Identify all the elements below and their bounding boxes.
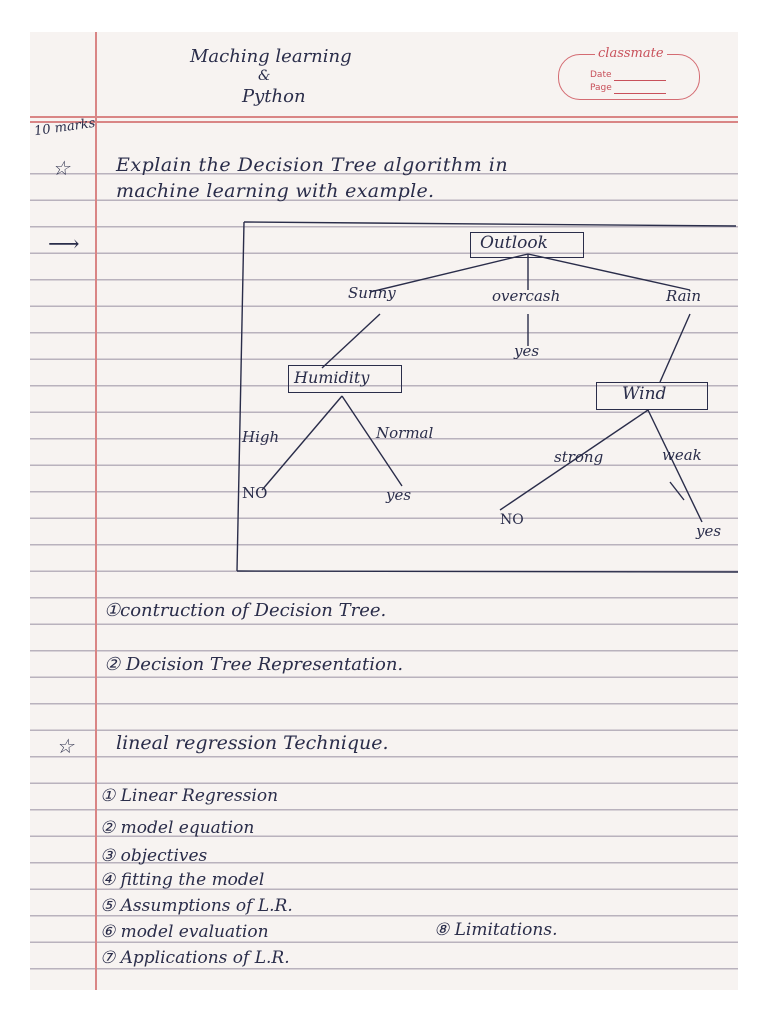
question1-line1: Explain the Decision Tree algorithm in (116, 154, 509, 176)
notebook-page: Maching learning & Python classmate Date… (30, 32, 738, 990)
edge-rain-wind (659, 313, 691, 383)
list-item: ② model equation (100, 818, 255, 838)
outlook-node-box (470, 232, 584, 258)
title-ampersand: & (258, 68, 271, 84)
normal-leaf-yes: yes (386, 486, 412, 504)
date-rule (614, 80, 666, 81)
edge-sunny-humidity (321, 313, 381, 369)
question2-title: lineal regression Technique. (116, 732, 389, 754)
margin-line (95, 32, 97, 990)
list-item: ③ objectives (100, 846, 208, 866)
humidity-node: Humidity (294, 368, 370, 387)
brand-logo-text: classmate (595, 46, 667, 61)
page-rule (614, 93, 666, 94)
branch-overcash: overcash (492, 287, 561, 305)
list-item-side: ⑧ Limitations. (434, 920, 558, 940)
edge-humidity-normal (341, 395, 403, 487)
outlook-node: Outlook (480, 233, 548, 253)
topic-construction: ①contruction of Decision Tree. (104, 600, 387, 621)
high-leaf-no: NO (242, 484, 268, 502)
edge-outlook-rain (527, 253, 691, 291)
branch-rain: Rain (666, 287, 702, 305)
list-item: ⑤ Assumptions of L.R. (100, 896, 293, 916)
branch-weak: weak (662, 446, 702, 464)
header-rule-top (30, 116, 738, 118)
list-item: ④ fitting the model (100, 870, 265, 890)
diagram-frame-top (243, 221, 737, 227)
wind-node: Wind (622, 384, 667, 404)
arrow-icon: ⟶ (48, 232, 80, 257)
date-label: Date (590, 70, 612, 80)
star-icon-2: ☆ (56, 734, 74, 758)
wind-node-box (596, 382, 708, 410)
branch-strong: strong (554, 448, 604, 466)
weak-tick (669, 481, 685, 501)
edge-outlook-sunny (369, 253, 529, 293)
branch-sunny: Sunny (348, 284, 396, 302)
title-line-2: Python (242, 86, 306, 107)
question1-line2: machine learning with example. (116, 180, 435, 202)
page-label: Page (590, 83, 612, 93)
topic-representation: ② Decision Tree Representation. (104, 654, 404, 675)
header-rule-bottom (30, 121, 738, 123)
branch-high: High (242, 428, 280, 446)
edge-humidity-high (261, 395, 343, 491)
title-line-1: Maching learning (190, 46, 352, 67)
weak-leaf-yes: yes (696, 522, 722, 540)
branch-normal: Normal (376, 424, 434, 442)
strong-leaf-no: NO (500, 512, 524, 528)
edge-wind-strong (499, 409, 649, 511)
list-item: ① Linear Regression (100, 786, 279, 806)
decision-tree-diagram (236, 221, 738, 573)
diagram-frame-bottom (236, 570, 738, 573)
star-icon: ☆ (52, 156, 70, 180)
list-item: ⑥ model evaluation (100, 922, 269, 942)
edge-wind-weak (647, 409, 703, 523)
humidity-node-box (288, 365, 402, 393)
diagram-frame-left (236, 221, 245, 572)
list-item: ⑦ Applications of L.R. (100, 948, 290, 968)
overcash-leaf-yes: yes (514, 342, 540, 360)
